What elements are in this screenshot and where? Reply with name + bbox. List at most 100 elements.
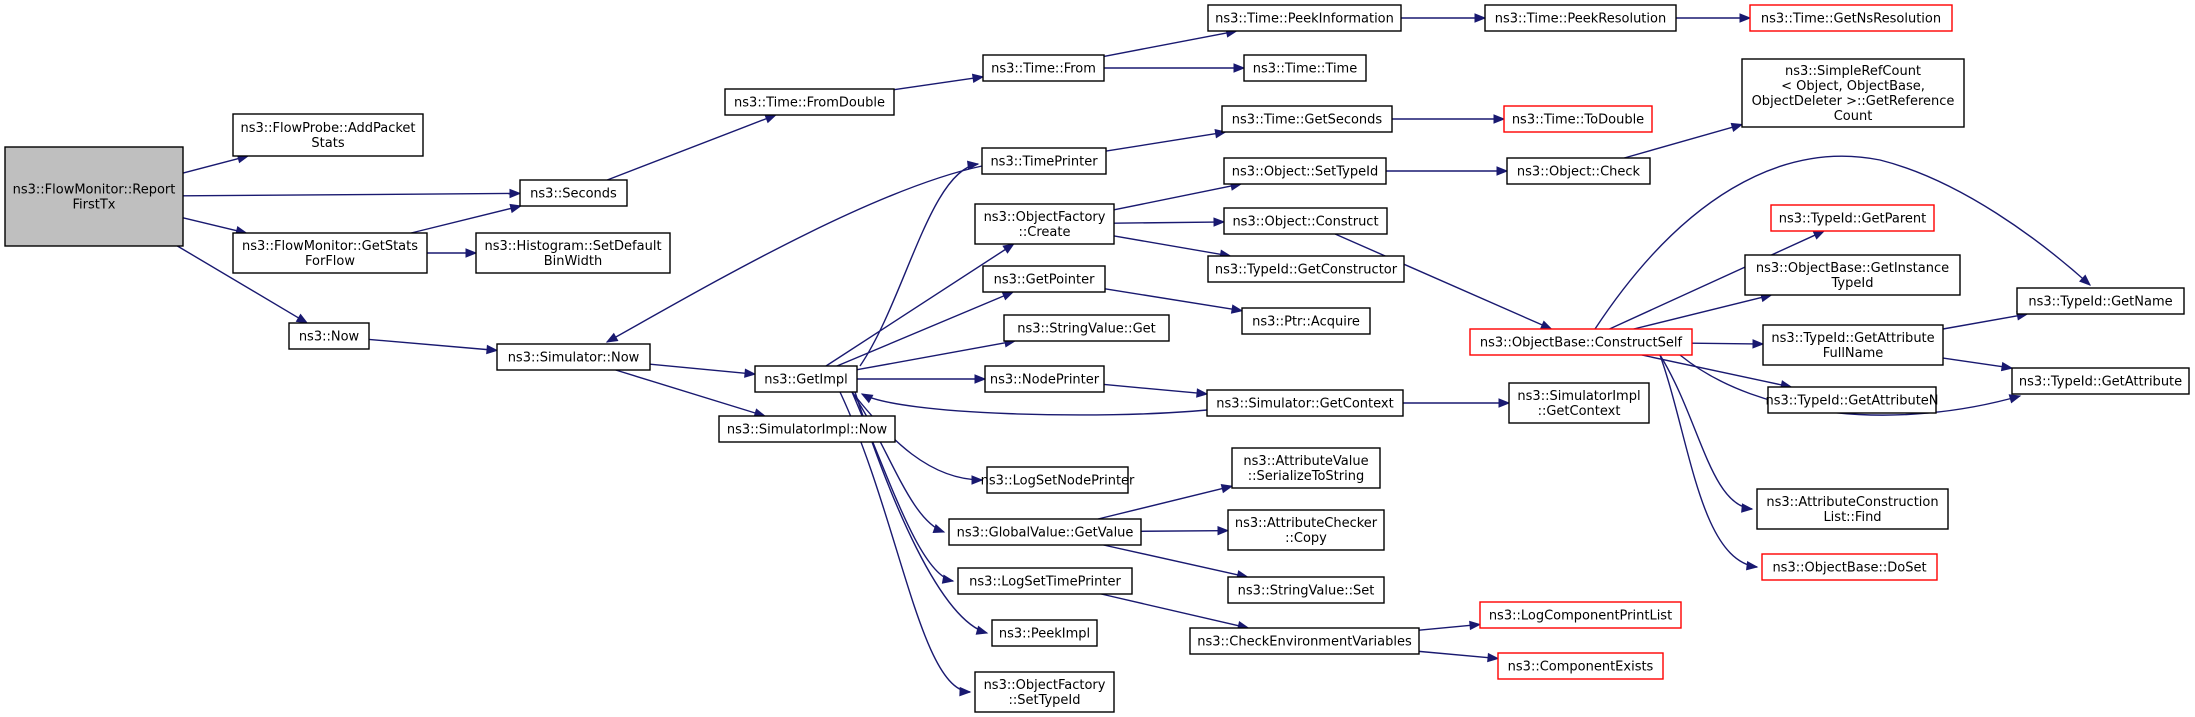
node-box <box>1206 389 1404 417</box>
node-n11[interactable]: ns3::Time::PeekInformation <box>1207 4 1402 32</box>
node-n30[interactable]: ns3::AttributeValue::SerializeToString <box>1231 447 1381 489</box>
edge-n36-n41 <box>1624 126 1735 159</box>
node-n47[interactable]: ns3::ObjectBase::DoSet <box>1761 553 1938 581</box>
node-n36[interactable]: ns3::Object::Check <box>1506 157 1651 185</box>
node-box <box>724 88 895 116</box>
nodes-layer: ns3::FlowMonitor::ReportFirstTxns3::Flow… <box>4 4 2190 713</box>
node-label: ns3::Time::PeekInformation <box>1215 12 1394 27</box>
node-box <box>982 54 1105 82</box>
node-box <box>1241 307 1371 335</box>
node-label: ns3::Time::Time <box>1253 62 1357 77</box>
edge-n19-n32 <box>1103 544 1240 576</box>
arrowhead-n9-n22 <box>959 686 972 697</box>
node-n27[interactable]: ns3::TypeId::GetConstructor <box>1207 255 1405 283</box>
node-n29[interactable]: ns3::Simulator::GetContext <box>1206 389 1404 417</box>
node-box <box>2016 287 2185 315</box>
node-label: ns3::Seconds <box>530 187 617 202</box>
node-n13[interactable]: ns3::TimePrinter <box>981 147 1107 175</box>
node-n45[interactable]: ns3::TypeId::GetAttributeN <box>1765 386 1939 414</box>
node-n42[interactable]: ns3::TypeId::GetParent <box>1770 204 1935 232</box>
node-label: ns3::TypeId::GetParent <box>1779 212 1927 227</box>
node-n5[interactable]: ns3::Time::FromDouble <box>724 88 895 116</box>
arrowhead-n13-n7 <box>605 332 619 343</box>
node-n18[interactable]: ns3::LogSetNodePrinter <box>981 466 1135 494</box>
edge-n9-n22 <box>839 391 971 693</box>
node-box <box>1749 4 1953 32</box>
node-n49[interactable]: ns3::TypeId::GetAttribute <box>2011 367 2190 395</box>
edge-n9-n18 <box>851 391 983 481</box>
node-n22[interactable]: ns3::ObjectFactory::SetTypeId <box>974 671 1115 713</box>
node-n23[interactable]: ns3::Time::PeekResolution <box>1484 4 1677 32</box>
node-n39[interactable]: ns3::LogComponentPrintList <box>1479 601 1682 629</box>
node-n37[interactable]: ns3::ObjectBase::ConstructSelf <box>1469 328 1693 356</box>
arrowhead-n9-n21 <box>975 625 989 635</box>
node-n26[interactable]: ns3::Object::Construct <box>1223 207 1388 235</box>
edge-n9-n15 <box>836 294 1006 367</box>
node-n35[interactable]: ns3::Time::ToDouble <box>1503 105 1653 133</box>
arrowhead-n25-n36 <box>1496 166 1509 176</box>
node-n21[interactable]: ns3::PeekImpl <box>991 619 1098 647</box>
node-n31[interactable]: ns3::AttributeChecker::Copy <box>1227 509 1385 551</box>
node-label: ns3::Simulator::Now <box>508 351 640 366</box>
node-n19[interactable]: ns3::GlobalValue::GetValue <box>948 518 1142 546</box>
node-label: ns3::GlobalValue::GetValue <box>957 526 1134 541</box>
edge-n7-n9 <box>649 363 748 375</box>
node-n34[interactable]: ns3::Time::GetNsResolution <box>1749 4 1953 32</box>
node-n20[interactable]: ns3::LogSetTimePrinter <box>957 567 1133 595</box>
node-label: ns3::SimpleRefCount <box>1785 64 1921 79</box>
arrowhead-n15-n28 <box>1230 304 1244 314</box>
node-box <box>232 232 428 274</box>
node-n41[interactable]: ns3::SimpleRefCount< Object, ObjectBase,… <box>1741 58 1965 128</box>
node-n15[interactable]: ns3::GetPointer <box>982 265 1106 293</box>
node-n7[interactable]: ns3::Simulator::Now <box>496 343 651 371</box>
node-label: TypeId <box>1831 276 1874 291</box>
node-n24[interactable]: ns3::Time::GetSeconds <box>1221 105 1393 133</box>
node-n33[interactable]: ns3::CheckEnvironmentVariables <box>1189 627 1420 655</box>
node-label: ns3::LogSetTimePrinter <box>969 575 1121 590</box>
node-box <box>1207 4 1402 32</box>
node-label: ns3::Ptr::Acquire <box>1252 315 1360 330</box>
node-label: ns3::ComponentExists <box>1508 660 1654 675</box>
edge-n37-n45 <box>1641 354 1784 387</box>
node-label: ns3::TypeId::GetAttribute <box>2019 375 2182 390</box>
node-n12[interactable]: ns3::Time::Time <box>1243 54 1367 82</box>
node-label: ns3::Object::SetTypeId <box>1232 165 1378 180</box>
node-n25[interactable]: ns3::Object::SetTypeId <box>1223 157 1387 185</box>
node-label: ns3::Histogram::SetDefault <box>484 239 661 254</box>
node-n16[interactable]: ns3::StringValue::Get <box>1003 314 1170 342</box>
node-n10[interactable]: ns3::SimulatorImpl::Now <box>718 415 896 443</box>
node-n9[interactable]: ns3::GetImpl <box>754 365 858 393</box>
node-n8[interactable]: ns3::Time::From <box>982 54 1105 82</box>
node-n4[interactable]: ns3::Now <box>288 322 370 350</box>
node-n38[interactable]: ns3::SimulatorImpl::GetContext <box>1508 382 1650 424</box>
node-n28[interactable]: ns3::Ptr::Acquire <box>1241 307 1371 335</box>
edge-n44-n49 <box>1942 357 2005 368</box>
edge-n14-n26 <box>1113 221 1217 224</box>
node-label: ObjectDeleter >::GetReference <box>1752 94 1955 109</box>
node-label: ns3::Time::PeekResolution <box>1495 12 1666 27</box>
node-box <box>974 671 1115 713</box>
node-box <box>1223 157 1387 185</box>
edge-n37-n42 <box>1609 233 1818 330</box>
node-n14[interactable]: ns3::ObjectFactory::Create <box>974 203 1115 245</box>
arrowhead-n37-n44 <box>1752 339 1765 349</box>
arrowhead-n37-n42 <box>1812 230 1826 240</box>
arrowhead-n14-n26 <box>1213 217 1226 227</box>
node-n2[interactable]: ns3::Seconds <box>519 179 628 207</box>
node-n48[interactable]: ns3::TypeId::GetName <box>2016 287 2185 315</box>
node-box <box>974 203 1115 245</box>
edge-n15-n28 <box>1104 288 1235 311</box>
node-n40[interactable]: ns3::ComponentExists <box>1497 652 1664 680</box>
arrowhead-n23-n34 <box>1739 13 1752 23</box>
node-box <box>1503 105 1653 133</box>
node-n32[interactable]: ns3::StringValue::Set <box>1227 576 1385 604</box>
node-n17[interactable]: ns3::NodePrinter <box>984 365 1105 393</box>
node-box <box>1227 509 1385 551</box>
